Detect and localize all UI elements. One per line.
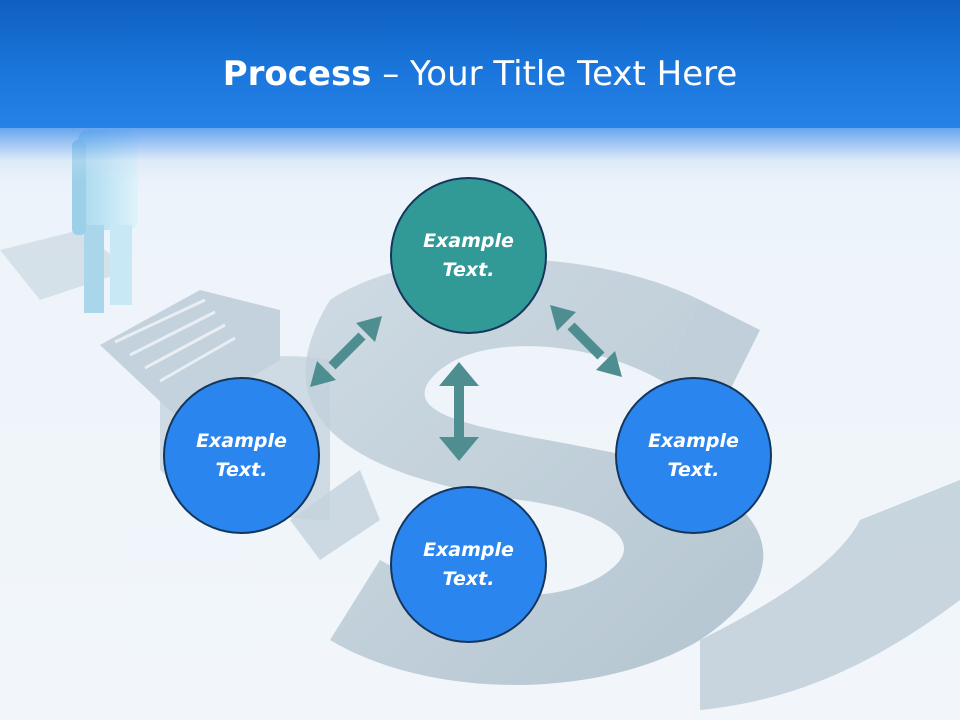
node-label-line1: Example <box>196 429 287 452</box>
process-node-left: Example Text. <box>163 377 320 534</box>
node-label-line1: Example <box>423 229 514 252</box>
slide-title: Process – Your Title Text Here <box>0 50 960 98</box>
node-label: Example Text. <box>182 427 302 485</box>
node-label-line2: Text. <box>667 458 720 481</box>
node-label-line1: Example <box>423 538 514 561</box>
process-node-bottom: Example Text. <box>390 486 547 643</box>
arrow-top-left <box>310 316 382 387</box>
node-label-line2: Text. <box>442 567 495 590</box>
arrow-top-right <box>550 305 622 377</box>
arrow-top-bottom <box>439 362 479 461</box>
staircase-shape <box>100 290 380 560</box>
title-bold: Process <box>222 54 372 94</box>
node-label: Example Text. <box>409 227 529 285</box>
node-label: Example Text. <box>634 427 754 485</box>
process-node-right: Example Text. <box>615 377 772 534</box>
title-bar <box>0 0 960 128</box>
node-label-line1: Example <box>648 429 739 452</box>
node-label: Example Text. <box>409 536 529 594</box>
node-label-line2: Text. <box>215 458 268 481</box>
node-label-line2: Text. <box>442 258 495 281</box>
process-node-top: Example Text. <box>390 177 547 334</box>
title-rest: – Your Title Text Here <box>371 54 738 94</box>
title-bar-fade <box>0 128 960 183</box>
